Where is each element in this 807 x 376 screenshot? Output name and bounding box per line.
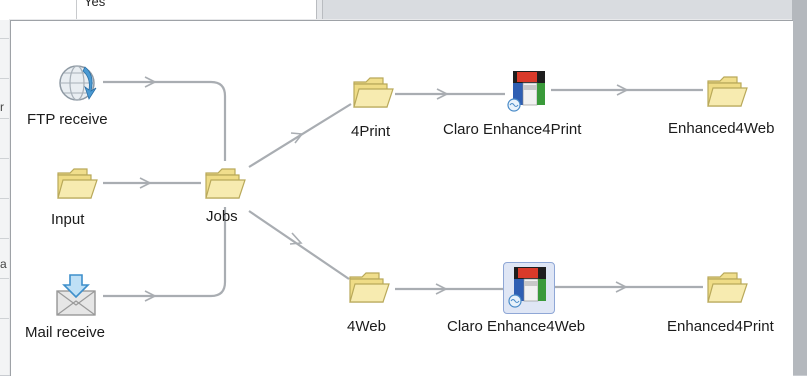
arrow-head: [144, 76, 157, 88]
node-label: Mail receive: [25, 324, 106, 341]
node-claro-enhance4web[interactable]: [503, 262, 555, 314]
node-mail-receive[interactable]: [55, 273, 101, 317]
node-label: Claro Enhance4Print: [443, 121, 582, 138]
node-label: Enhanced4Web: [668, 120, 775, 137]
window-right-edge: [792, 0, 807, 375]
background-toolbar: [322, 0, 793, 20]
folder-icon: [707, 76, 748, 107]
list-divider: [0, 238, 10, 239]
arrow-head: [289, 232, 303, 245]
list-item-fragment: r: [0, 100, 4, 114]
folder-icon: [205, 168, 246, 199]
flow-connectors: [103, 76, 703, 302]
connector-mail-to-jobs[interactable]: [103, 207, 227, 298]
arrow-head: [290, 132, 304, 144]
node-label: Enhanced4Print: [667, 318, 774, 335]
arrow-head: [615, 281, 628, 293]
arrow-head: [616, 84, 629, 96]
background-table: Yes: [0, 0, 317, 20]
list-divider: [0, 158, 10, 159]
node-label: 4Print: [351, 123, 391, 140]
arrow-head: [436, 88, 449, 100]
node-label: Claro Enhance4Web: [447, 318, 586, 335]
arrow-head: [139, 177, 152, 189]
node-label: Input: [51, 211, 85, 228]
node-enhanced4print[interactable]: [705, 267, 749, 307]
folder-icon: [349, 272, 390, 303]
flow-canvas[interactable]: FTP receive Input Mail receive Jobs: [10, 20, 793, 376]
folder-icon: [707, 272, 748, 303]
arrow-head: [435, 283, 448, 295]
node-jobs[interactable]: [203, 163, 247, 203]
node-label: 4Web: [347, 318, 386, 335]
claro-app-icon: [508, 267, 546, 308]
node-input[interactable]: [55, 163, 99, 203]
ftp-globe-icon: [59, 65, 97, 101]
node-label: FTP receive: [27, 111, 108, 128]
node-4web[interactable]: [347, 267, 391, 307]
mail-icon: [56, 274, 96, 316]
list-divider: [0, 318, 10, 319]
table-column-divider: [76, 0, 77, 20]
list-divider: [0, 78, 10, 79]
node-label: Jobs: [206, 208, 238, 225]
node-claro-enhance4print[interactable]: [505, 69, 551, 115]
list-item-fragment: a: [0, 257, 7, 271]
list-divider: [0, 198, 10, 199]
list-divider: [0, 118, 10, 119]
arrow-head: [144, 290, 157, 302]
table-cell-value: Yes: [84, 0, 106, 9]
node-ftp-receive[interactable]: [55, 61, 101, 105]
folder-icon: [57, 168, 98, 199]
list-divider: [0, 38, 10, 39]
list-divider: [0, 278, 10, 279]
folder-icon: [353, 77, 394, 108]
node-enhanced4web[interactable]: [705, 71, 749, 111]
claro-app-icon: [507, 71, 545, 112]
connector-ftp-to-jobs[interactable]: [103, 80, 227, 161]
connector-jobs-to-4web[interactable]: [248, 210, 350, 280]
node-4print[interactable]: [351, 72, 395, 112]
